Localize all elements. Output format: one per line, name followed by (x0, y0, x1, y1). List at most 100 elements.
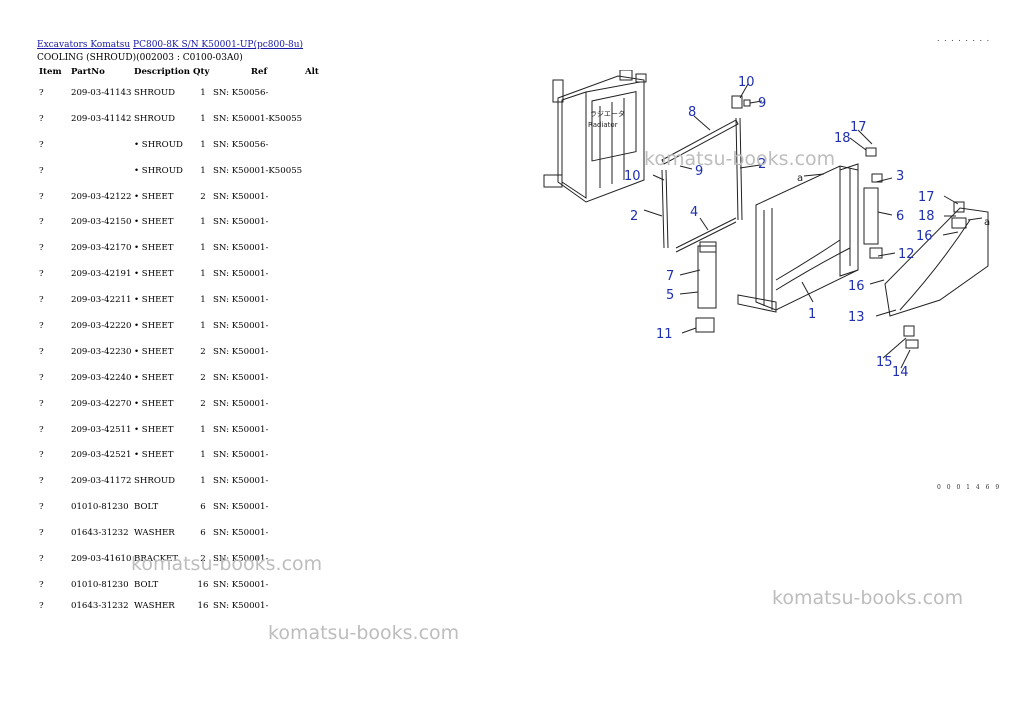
cell-description: WASHER (134, 528, 175, 539)
cell-alt (305, 132, 345, 158)
cell-qty: 1 (200, 295, 206, 306)
cell-ref: SN: K50001- (213, 320, 269, 331)
cell-description: • SHROUD (134, 139, 183, 150)
cell-qty: 1 (200, 476, 206, 487)
cell-description: • SHEET (134, 217, 174, 228)
cell-qty: 1 (200, 139, 206, 150)
cell-ref: SN: K50001- (213, 502, 269, 513)
cell-ref: SN: K50001-K50055 (213, 113, 303, 124)
cell-partno: 209-03-41610 (71, 553, 132, 564)
watermark-4: komatsu-books.com (268, 622, 460, 644)
callout-8: 8 (688, 105, 696, 120)
cell-description: • SHROUD (134, 165, 183, 176)
cell-qty: 1 (200, 243, 206, 254)
callout-18a: 18 (834, 131, 851, 146)
cell-qty: 1 (200, 269, 206, 280)
cell-item: ? (39, 320, 44, 331)
header-ref: Ref (250, 67, 268, 77)
cell-alt (305, 494, 345, 520)
callout-10a: 10 (624, 169, 641, 184)
cell-ref: SN: K50001- (213, 295, 269, 306)
cell-item: ? (39, 243, 44, 254)
cell-alt (305, 235, 345, 261)
cell-qty: 1 (200, 87, 206, 98)
cell-description: BRACKET (134, 553, 178, 564)
breadcrumb-link-excavators[interactable]: Excavators Komatsu (37, 40, 131, 50)
cell-qty: 1 (200, 113, 206, 124)
cell-alt (305, 287, 345, 313)
arrow-markers: a a (797, 173, 990, 228)
cell-partno: 209-03-41143 (71, 87, 132, 98)
cell-qty: 1 (200, 424, 206, 435)
cell-description: • SHEET (134, 450, 174, 461)
corner-dots: . . . . . . . . (937, 34, 991, 43)
header-qty: Qty (193, 67, 210, 77)
cell-description: • SHEET (134, 191, 174, 202)
cell-ref: SN: K50001- (213, 243, 269, 254)
cell-partno: 209-03-42521 (71, 450, 132, 461)
cell-alt (305, 417, 345, 443)
callout-12: 12 (898, 247, 915, 262)
cell-alt (305, 572, 345, 598)
cell-ref: SN: K50001- (213, 579, 269, 590)
drawing-code: 0 0 0 1 4 6 9 (937, 484, 1002, 491)
callout-3: 3 (896, 169, 904, 184)
cell-alt (305, 184, 345, 210)
cell-partno: 209-03-42511 (71, 424, 132, 435)
cell-item: ? (39, 372, 44, 383)
cell-item: ? (39, 502, 44, 513)
callout-17a: 17 (850, 120, 867, 135)
cell-partno: 209-03-41172 (71, 476, 132, 487)
cell-ref: SN: K50001- (213, 398, 269, 409)
cell-ref: SN: K50056- (213, 139, 269, 150)
cell-ref: SN: K50001- (213, 424, 269, 435)
cell-ref: SN: K50001- (213, 372, 269, 383)
cell-alt (305, 313, 345, 339)
cell-alt (305, 468, 345, 494)
cell-ref: SN: K50001- (213, 191, 269, 202)
callout-4: 4 (690, 205, 698, 220)
callout-7: 7 (666, 269, 674, 284)
header-description: Description (134, 67, 191, 77)
cell-alt (305, 209, 345, 235)
callout-13: 13 (848, 310, 865, 325)
cell-alt (305, 106, 345, 132)
callout-2a: 2 (630, 209, 638, 224)
cell-partno: 209-03-42150 (71, 217, 132, 228)
cell-partno: 209-03-42240 (71, 372, 132, 383)
cell-partno (71, 158, 134, 184)
watermark-3: komatsu-books.com (772, 587, 964, 609)
cell-qty: 2 (200, 372, 206, 383)
cell-ref: SN: K50001-K50055 (213, 165, 303, 176)
cell-partno: 01643-31232 (71, 600, 129, 611)
callout-15: 15 (876, 355, 893, 370)
cell-qty: 1 (200, 450, 206, 461)
cell-partno: 209-03-42170 (71, 243, 132, 254)
callout-9a: 9 (695, 164, 703, 179)
breadcrumb-link-model[interactable]: PC800-8K S/N K50001-UP(pc800-8u) (133, 40, 304, 50)
cell-alt (305, 598, 345, 614)
callout-9b: 9 (758, 96, 766, 111)
cell-alt (305, 442, 345, 468)
callout-16a: 16 (848, 279, 865, 294)
cell-qty: 6 (200, 528, 206, 539)
callout-18b: 18 (918, 209, 935, 224)
cell-qty: 2 (200, 553, 206, 564)
cell-partno: 01010-81230 (71, 502, 129, 513)
cell-partno: 01010-81230 (71, 579, 129, 590)
cell-description: • SHEET (134, 320, 174, 331)
cell-description: • SHEET (134, 424, 174, 435)
radiator-label-jp: ラジエータ (590, 109, 625, 118)
callout-numbers: 1 2 2 3 4 5 6 7 8 9 9 10 10 11 12 13 14 … (624, 75, 935, 380)
leader-lines (643, 83, 959, 369)
cell-alt (305, 520, 345, 546)
header-item: Item (39, 67, 62, 77)
